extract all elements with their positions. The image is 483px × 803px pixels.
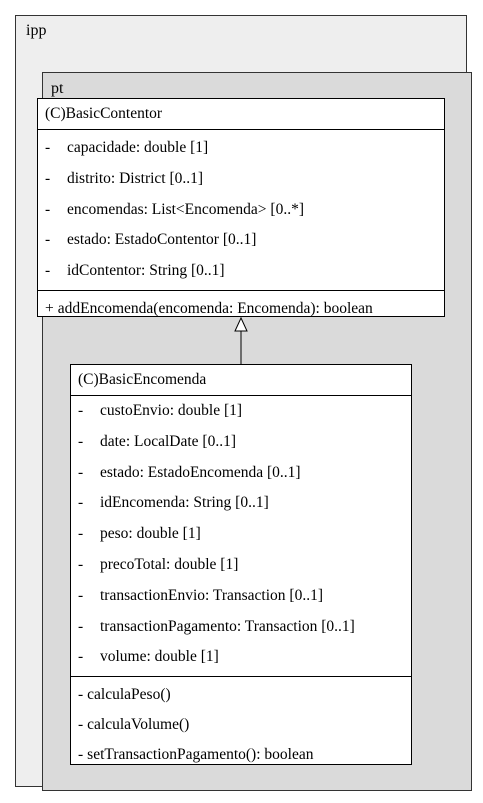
visibility-marker: - [45, 262, 51, 280]
attribute-text: idContentor: String [0..1] [67, 262, 225, 280]
visibility-marker: - [78, 716, 84, 734]
attribute-text: idEncomenda: String [0..1] [100, 494, 269, 512]
visibility-marker: - [78, 686, 84, 704]
visibility-marker: + [45, 299, 54, 317]
methods-section: -calculaPeso() -calculaVolume() -setTran… [71, 677, 411, 773]
attributes-section: -capacidade: double [1] -distrito: Distr… [38, 130, 444, 291]
visibility-marker: - [78, 648, 84, 666]
attribute-row: -custoEnvio: double [1] [71, 396, 411, 427]
attribute-row: -transactionPagamento: Transaction [0..1… [71, 612, 411, 643]
methods-section: +addEncomenda(encomenda: Encomenda): boo… [38, 291, 444, 327]
visibility-marker: - [45, 139, 51, 156]
visibility-marker: - [78, 586, 84, 604]
attribute-text: custoEnvio: double [1] [100, 402, 243, 419]
attribute-row: -estado: EstadoEncomenda [0..1] [71, 458, 411, 489]
method-text: calculaVolume() [87, 716, 190, 734]
attribute-text: estado: EstadoEncomenda [0..1] [100, 463, 301, 481]
attribute-row: -precoTotal: double [1] [71, 550, 411, 581]
package-title-pt: pt [51, 80, 64, 97]
attribute-text: encomendas: List<Encomenda> [0..*] [67, 200, 304, 218]
attribute-row: -date: LocalDate [0..1] [71, 427, 411, 458]
attribute-row: -idEncomenda: String [0..1] [71, 488, 411, 519]
visibility-marker: - [78, 746, 84, 764]
method-row: -calculaVolume() [71, 710, 411, 740]
visibility-marker: - [78, 555, 84, 573]
method-text: calculaPeso() [87, 686, 171, 704]
attribute-text: peso: double [1] [100, 525, 201, 543]
attribute-row: -transactionEnvio: Transaction [0..1] [71, 581, 411, 612]
method-text: addEncomenda(encomenda: Encomenda): bool… [57, 299, 373, 317]
attribute-text: transactionPagamento: Transaction [0..1] [100, 617, 355, 635]
attribute-row: -capacidade: double [1] [38, 133, 444, 164]
attribute-row: -estado: EstadoContentor [0..1] [38, 225, 444, 256]
class-basic-contentor[interactable]: (C)BasicContentor -capacidade: double [1… [37, 98, 445, 317]
attribute-text: precoTotal: double [1] [100, 555, 239, 573]
method-text: setTransactionPagamento(): boolean [87, 746, 314, 764]
attribute-text: date: LocalDate [0..1] [100, 432, 236, 450]
attribute-row: -peso: double [1] [71, 519, 411, 550]
method-row: -setTransactionPagamento(): boolean [71, 740, 411, 770]
visibility-marker: - [78, 525, 84, 543]
visibility-marker: - [45, 200, 51, 218]
visibility-marker: - [78, 617, 84, 635]
attribute-text: capacidade: double [1] [67, 139, 209, 156]
attribute-row: -encomendas: List<Encomenda> [0..*] [38, 195, 444, 226]
attribute-text: transactionEnvio: Transaction [0..1] [100, 586, 323, 604]
class-basic-encomenda[interactable]: (C)BasicEncomenda -custoEnvio: double [1… [70, 364, 412, 765]
visibility-marker: - [78, 463, 84, 481]
visibility-marker: - [78, 402, 84, 419]
attribute-row: -distrito: District [0..1] [38, 164, 444, 195]
attribute-row: -idContentor: String [0..1] [38, 256, 444, 287]
attribute-text: estado: EstadoContentor [0..1] [67, 231, 257, 249]
class-title: (C)BasicEncomenda [71, 365, 411, 396]
method-row: +addEncomenda(encomenda: Encomenda): boo… [38, 294, 444, 324]
visibility-marker: - [45, 169, 51, 187]
attribute-text: volume: double [1] [100, 648, 219, 666]
attributes-section: -custoEnvio: double [1] -date: LocalDate… [71, 396, 411, 678]
visibility-marker: - [78, 494, 84, 512]
package-title-ipp: ipp [26, 22, 47, 39]
visibility-marker: - [45, 231, 51, 249]
attribute-row: -volume: double [1] [71, 642, 411, 673]
attribute-text: distrito: District [0..1] [67, 169, 204, 187]
method-row: -calculaPeso() [71, 680, 411, 710]
visibility-marker: - [78, 432, 84, 450]
class-title: (C)BasicContentor [38, 99, 444, 130]
